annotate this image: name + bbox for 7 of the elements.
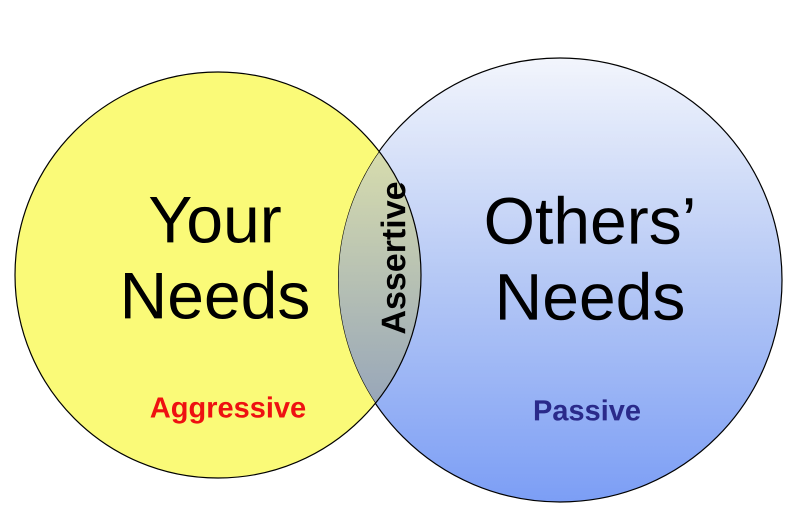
venn-circle — [337, 57, 783, 503]
venn-circle — [14, 71, 422, 479]
circle-title: Your Needs — [125, 196, 308, 320]
circle-label: Aggressive — [150, 396, 306, 424]
circle-label: Passive — [534, 399, 640, 421]
overlap-label: Assertive — [380, 182, 406, 334]
circle-title: Others’ Needs — [486, 196, 692, 320]
